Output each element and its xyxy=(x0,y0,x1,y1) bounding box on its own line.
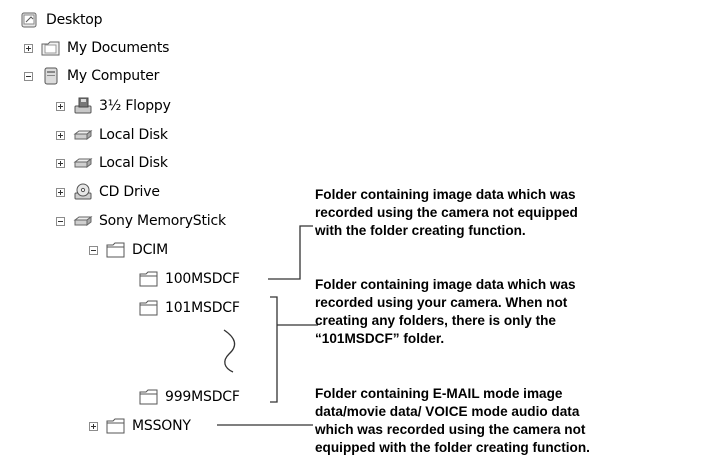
annotation-line: “101MSDCF” folder. xyxy=(315,331,445,346)
annotation-mssony: Folder containing E-MAIL mode image data… xyxy=(315,385,590,457)
tree-item-label: My Documents xyxy=(67,40,170,56)
tree-item-mssony[interactable]: MSSONY xyxy=(89,414,191,438)
expand-icon[interactable] xyxy=(56,158,65,168)
collapse-icon[interactable] xyxy=(24,71,33,81)
removable-disk-icon xyxy=(73,212,93,230)
tree-item-label: Sony MemoryStick xyxy=(99,213,226,229)
tree-item-100msdcf[interactable]: 100MSDCF xyxy=(139,267,240,291)
annotation-line: Folder containing image data which was xyxy=(315,277,576,292)
callout-line-100msdcf xyxy=(268,225,313,280)
tree-item-my-computer[interactable]: My Computer xyxy=(24,64,159,88)
annotation-100msdcf: Folder containing image data which was r… xyxy=(315,186,578,240)
annotation-line: which was recorded using the camera not xyxy=(315,422,586,437)
tree-item-label: Local Disk xyxy=(99,155,168,171)
annotation-line: data/movie data/ VOICE mode audio data xyxy=(315,404,580,419)
tree-item-label: Local Disk xyxy=(99,127,168,143)
annotation-line: creating any folders, there is only the xyxy=(315,313,556,328)
hard-disk-icon xyxy=(73,126,93,144)
tree-item-label: CD Drive xyxy=(99,184,160,200)
tree-item-local-disk-2[interactable]: Local Disk xyxy=(56,151,168,175)
floppy-drive-icon xyxy=(73,97,93,115)
annotation-101msdcf: Folder containing image data which was r… xyxy=(315,276,576,348)
desktop-icon xyxy=(20,11,40,29)
tree-item-label: 3½ Floppy xyxy=(99,98,171,114)
collapse-icon[interactable] xyxy=(56,216,65,226)
computer-icon xyxy=(41,67,61,85)
expand-icon[interactable] xyxy=(56,101,65,111)
annotation-line: recorded using the camera not equipped xyxy=(315,205,578,220)
cd-drive-icon xyxy=(73,183,93,201)
annotation-line: with the folder creating function. xyxy=(315,223,526,238)
folder-icon xyxy=(106,417,126,435)
callout-bracket-101-999 xyxy=(270,296,318,403)
tree-item-999msdcf[interactable]: 999MSDCF xyxy=(139,385,240,409)
tree-item-desktop[interactable]: Desktop xyxy=(20,8,103,32)
hard-disk-icon xyxy=(73,154,93,172)
expand-icon[interactable] xyxy=(56,187,65,197)
folder-icon xyxy=(139,299,159,317)
expand-icon[interactable] xyxy=(56,130,65,140)
tree-item-my-documents[interactable]: My Documents xyxy=(24,36,169,60)
expand-icon[interactable] xyxy=(24,43,33,53)
collapse-icon[interactable] xyxy=(89,245,98,255)
annotation-line: equipped with the folder creating functi… xyxy=(315,440,590,455)
tree-item-label: DCIM xyxy=(132,242,168,258)
tree-item-label: Desktop xyxy=(46,12,103,28)
tree-item-local-disk-1[interactable]: Local Disk xyxy=(56,123,168,147)
annotation-line: recorded using your camera. When not xyxy=(315,295,568,310)
tree-item-floppy[interactable]: 3½ Floppy xyxy=(56,94,171,118)
omission-squiggle xyxy=(223,329,236,373)
annotation-line: Folder containing E-MAIL mode image xyxy=(315,386,563,401)
folder-icon xyxy=(106,241,126,259)
tree-item-label: My Computer xyxy=(67,68,160,84)
tree-item-sony-memorystick[interactable]: Sony MemoryStick xyxy=(56,209,226,233)
documents-folder-icon xyxy=(41,39,61,57)
tree-item-label: 101MSDCF xyxy=(165,300,240,316)
tree-item-label: 999MSDCF xyxy=(165,389,240,405)
tree-item-101msdcf[interactable]: 101MSDCF xyxy=(139,296,240,320)
tree-item-label: 100MSDCF xyxy=(165,271,240,287)
tree-item-cd-drive[interactable]: CD Drive xyxy=(56,180,160,204)
annotation-line: Folder containing image data which was xyxy=(315,187,576,202)
tree-item-label: MSSONY xyxy=(132,418,191,434)
tree-item-dcim[interactable]: DCIM xyxy=(89,238,168,262)
folder-icon xyxy=(139,270,159,288)
expand-icon[interactable] xyxy=(89,421,98,431)
folder-icon xyxy=(139,388,159,406)
